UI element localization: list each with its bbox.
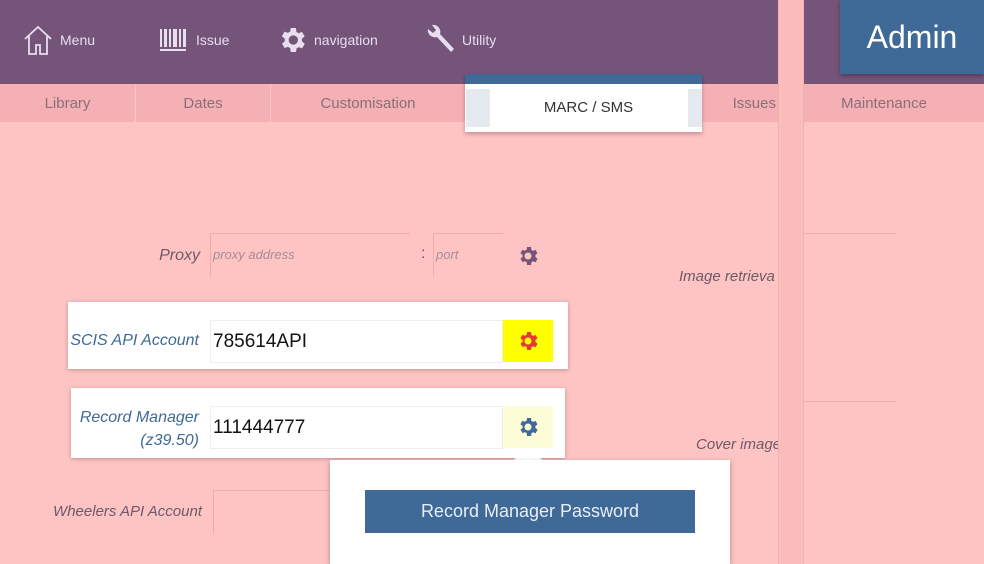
proxy-address-input[interactable]: proxy address	[210, 233, 410, 277]
tab-customisation-label: Customisation	[320, 94, 416, 112]
nav-utility-label: Utility	[462, 32, 497, 48]
record-manager-value: 111444777	[213, 416, 306, 438]
image-retrieval-label: Image retrieva	[679, 268, 775, 285]
scis-settings-button[interactable]	[503, 320, 553, 362]
home-icon	[24, 25, 52, 55]
gear-icon	[520, 247, 538, 265]
tab-maintenance[interactable]: Maintenance	[804, 84, 964, 122]
record-manager-label: Record Manager (z39.50)	[72, 406, 199, 452]
right-field-border-1	[804, 233, 896, 234]
wheelers-input[interactable]	[213, 490, 333, 534]
nav-navigation[interactable]: navigation	[276, 22, 378, 58]
nav-utility[interactable]: Utility	[424, 22, 496, 58]
tab-marc-sms-label: MARC / SMS	[465, 89, 702, 127]
wheelers-input-border	[213, 490, 333, 491]
nav-menu[interactable]: Menu	[22, 22, 95, 58]
panel-divider	[778, 0, 804, 564]
record-manager-label-line1: Record Manager	[79, 409, 199, 426]
proxy-address-placeholder: proxy address	[213, 247, 295, 262]
record-manager-settings-button[interactable]	[503, 406, 553, 448]
proxy-separator: :	[421, 245, 426, 262]
record-manager-label-line2: (z39.50)	[140, 432, 199, 449]
proxy-port-placeholder: port	[436, 247, 459, 262]
wrench-icon	[427, 24, 454, 52]
wheelers-label: Wheelers API Account	[53, 503, 202, 520]
tab-marc-sms[interactable]: MARC / SMS	[465, 74, 702, 132]
proxy-port-input[interactable]: port	[433, 233, 503, 277]
tab-dates[interactable]: Dates	[136, 84, 271, 122]
record-manager-input[interactable]: 111444777	[210, 406, 503, 449]
tab-maintenance-label: Maintenance	[841, 94, 927, 112]
nav-menu-label: Menu	[60, 32, 96, 48]
proxy-port-border	[433, 233, 503, 234]
gear-icon	[520, 332, 538, 350]
record-manager-password-label: Record Manager Password	[420, 501, 640, 521]
scis-value: 785614API	[213, 330, 308, 352]
admin-label: Admin	[866, 18, 958, 55]
cover-image-label: Cover image	[696, 436, 778, 453]
nav-issue-label: Issue	[196, 32, 230, 48]
nav-navigation-label: navigation	[314, 32, 378, 48]
nav-issue[interactable]: Issue	[158, 22, 229, 58]
tab-issues-label: Issues	[732, 94, 776, 112]
proxy-label: Proxy	[159, 247, 200, 264]
proxy-address-border	[210, 233, 410, 234]
admin-button[interactable]: Admin	[840, 0, 984, 74]
tab-library-label: Library	[44, 94, 91, 112]
scis-input[interactable]: 785614API	[210, 320, 503, 363]
tab-library[interactable]: Library	[0, 84, 136, 122]
scis-label: SCIS API Account	[70, 332, 199, 349]
proxy-settings-button[interactable]	[503, 235, 553, 277]
gear-icon	[520, 418, 538, 436]
barcode-icon	[160, 29, 186, 51]
right-field-border-2	[804, 401, 896, 402]
tab-issues[interactable]: Issues	[702, 84, 778, 122]
gear-icon	[281, 28, 305, 52]
record-manager-password-button[interactable]: Record Manager Password	[365, 490, 695, 533]
tab-customisation[interactable]: Customisation	[271, 84, 465, 122]
tab-dates-label: Dates	[183, 94, 223, 112]
